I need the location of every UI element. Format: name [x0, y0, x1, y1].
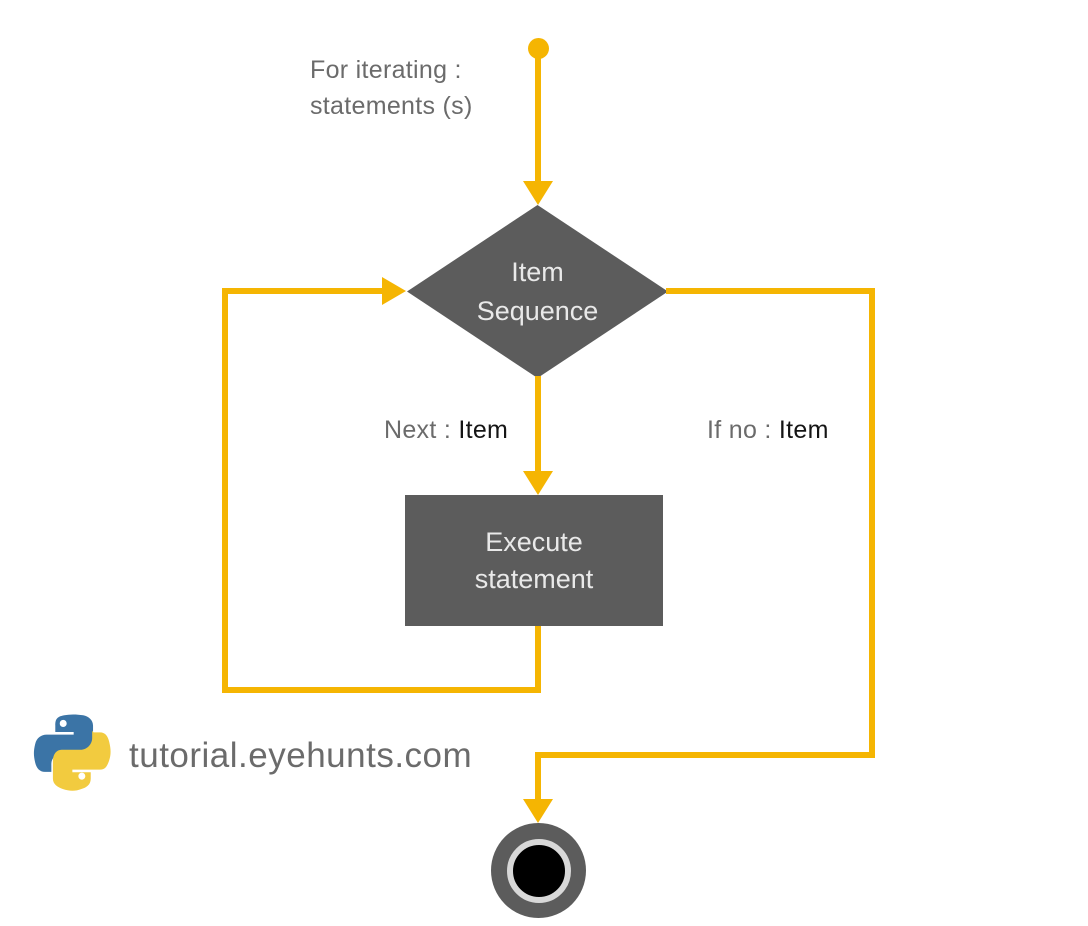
- connector-exit-top: [666, 288, 875, 294]
- arrowhead-into-process-top-icon: [523, 471, 553, 495]
- process-line1: Execute: [485, 526, 583, 557]
- connector-start-to-decision: [535, 48, 541, 182]
- edge-label-next-value: Item: [458, 416, 509, 444]
- connector-exit-right: [869, 288, 875, 758]
- process-execute-statement: Execute statement: [405, 495, 663, 626]
- edge-label-if-no-value: Item: [778, 416, 829, 444]
- connector-loopback-bottom: [222, 687, 541, 693]
- edge-label-if-no-prefix: If no :: [707, 416, 779, 444]
- end-node: [491, 823, 586, 918]
- start-caption-line2: statements (s): [310, 92, 473, 120]
- decision-line2: Sequence: [476, 295, 599, 326]
- connector-decision-to-process: [535, 376, 541, 472]
- edge-label-next-prefix: Next :: [384, 416, 459, 444]
- decision-line1: Item: [511, 256, 564, 287]
- connector-loopback-top: [222, 288, 383, 294]
- end-node-bullseye-icon: [506, 838, 571, 903]
- start-caption: For iterating : statements (s): [310, 52, 473, 124]
- arrowhead-into-decision-left-icon: [382, 277, 406, 305]
- connector-exit-to-end: [535, 752, 541, 800]
- watermark-text: tutorial.eyehunts.com: [129, 736, 473, 775]
- connector-loopback-left: [222, 288, 228, 693]
- process-line2: statement: [474, 563, 594, 594]
- edge-label-if-no: If no : Item: [707, 416, 829, 445]
- connector-exit-bottom: [535, 752, 875, 758]
- python-logo-icon: [33, 714, 111, 791]
- decision-item-sequence: Item Sequence: [407, 205, 668, 378]
- edge-label-next: Next : Item: [384, 416, 508, 445]
- arrowhead-into-decision-top-icon: [523, 181, 553, 205]
- arrowhead-into-end-node-icon: [523, 799, 553, 823]
- start-caption-line1: For iterating :: [310, 56, 462, 84]
- connector-process-bottom-down: [535, 626, 541, 693]
